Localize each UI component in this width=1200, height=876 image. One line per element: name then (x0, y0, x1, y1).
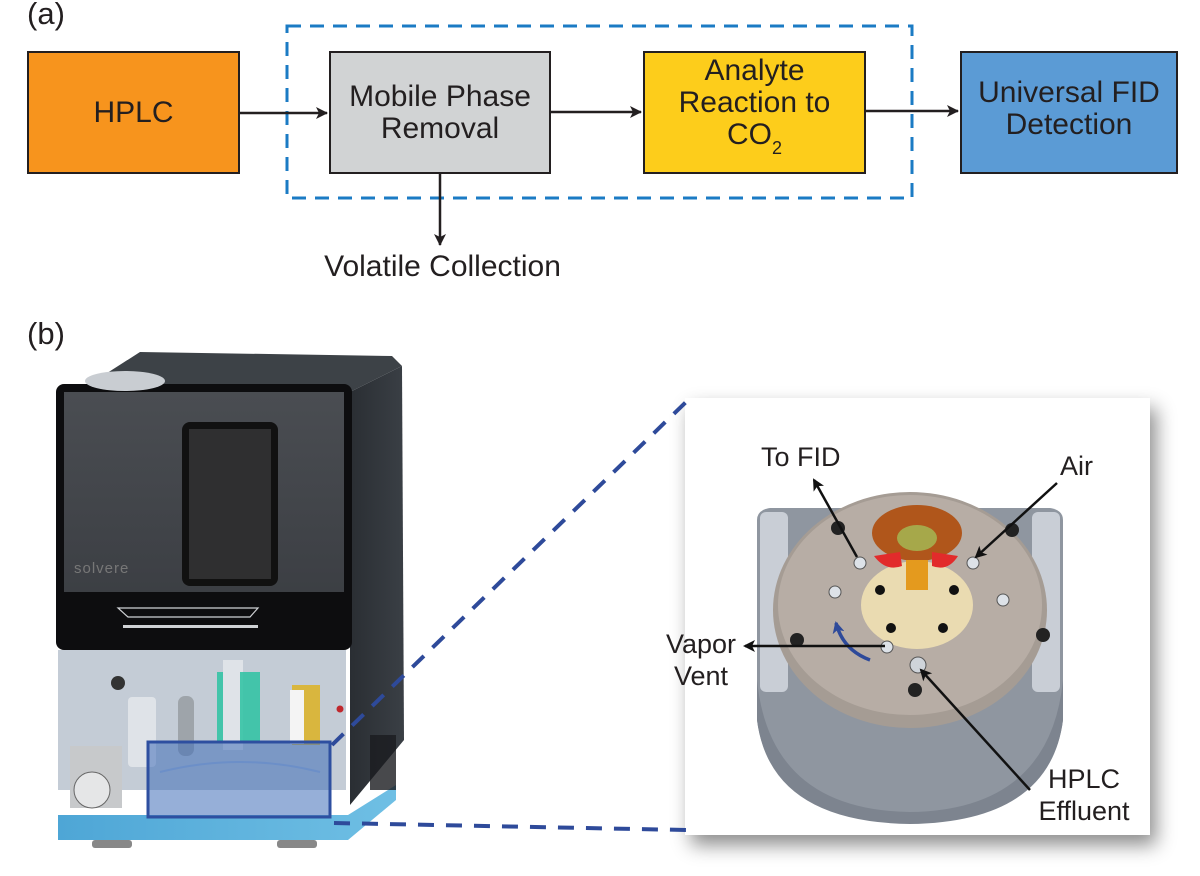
instrument-base (58, 785, 396, 840)
analyte-line-3: CO2 (727, 119, 782, 164)
callout-vapor-vent: Vapor Vent (660, 628, 742, 692)
instrument-display-screen (189, 429, 271, 579)
analyte-line-2: Reaction to (678, 86, 831, 119)
instrument-side (350, 366, 404, 805)
fid-line-2: Detection (1005, 107, 1133, 141)
hplc-box: HPLC (27, 51, 240, 174)
instrument-top (90, 352, 402, 392)
co-text: CO (726, 118, 772, 151)
white-cartridge (290, 690, 304, 744)
foot-left (92, 840, 132, 848)
red-indicator (336, 705, 344, 713)
highlight-region (146, 740, 332, 819)
instrument-display (182, 422, 278, 586)
highlight-disk (159, 761, 321, 773)
instrument-lower-body (58, 650, 346, 790)
side-vent-grille (370, 735, 396, 790)
fid-line-1: Universal FID (978, 75, 1160, 109)
hplc-box-label: HPLC (93, 95, 174, 129)
green-coil-right (240, 672, 260, 742)
co2-subscript: 2 (771, 138, 782, 158)
zoom-line-lower (333, 821, 687, 832)
do-not-cover-vent (85, 371, 165, 391)
callout-air: Air (1060, 451, 1093, 481)
valve-block (70, 746, 122, 808)
mobile-phase-line-2: Removal (380, 111, 500, 145)
drawer-handle (116, 607, 260, 618)
foot-right (277, 840, 317, 848)
yellow-cartridge (292, 685, 320, 745)
flow-diagram-connectors (240, 24, 959, 246)
instrument-front-frame (56, 384, 352, 650)
mobile-phase-removal-box: Mobile Phase Removal (329, 51, 551, 174)
analyte-reaction-box: Analyte Reaction to CO2 (643, 51, 866, 174)
center-column (223, 660, 243, 750)
analyte-line-1: Analyte (704, 54, 805, 87)
vapor-vent-line-2: Vent (673, 661, 729, 691)
hplc-effluent-line-1: HPLC (1047, 764, 1121, 794)
panel-b-label: (b) (27, 316, 65, 351)
valve-head (73, 771, 111, 809)
instrument-brand-text: solvere (74, 560, 130, 577)
universal-fid-box: Universal FID Detection (960, 51, 1178, 174)
column-slot (178, 696, 194, 756)
green-coil-left (217, 672, 235, 742)
column-cylinder (128, 697, 156, 767)
callout-hplc-effluent: HPLC Effluent (1024, 763, 1144, 827)
hex-nut (111, 676, 125, 690)
mobile-phase-line-1: Mobile Phase (349, 79, 531, 113)
drawer-bar (123, 625, 258, 628)
vapor-vent-line-1: Vapor (665, 629, 737, 659)
hplc-effluent-line-2: Effluent (1038, 796, 1130, 826)
zoom-line-upper (330, 400, 688, 747)
volatile-collection-label: Volatile Collection (324, 250, 561, 283)
callout-to-fid: To FID (761, 442, 841, 472)
panel-a-label: (a) (27, 0, 65, 31)
